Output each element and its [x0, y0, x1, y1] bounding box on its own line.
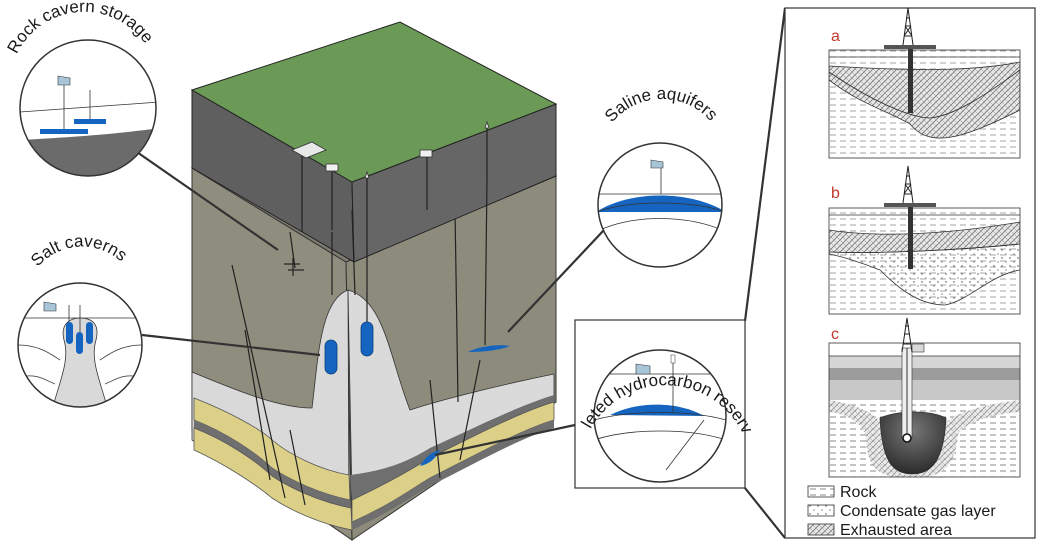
rock-cavern-circle: [19, 39, 157, 177]
process-panel: a b: [784, 7, 1036, 539]
derrick-c-icon: [901, 317, 913, 353]
legend-rock-label: Rock: [840, 484, 877, 501]
rock-cavern-marks: [284, 258, 304, 276]
svg-text:Saline aquifers: Saline aquifers: [601, 84, 722, 126]
derrick-a-icon: [902, 7, 914, 46]
panel-c: [828, 317, 1021, 478]
svg-text:Salt caverns: Salt caverns: [27, 231, 131, 270]
salt-label: Salt caverns: [27, 231, 131, 270]
legend-condensate-swatch: [807, 504, 835, 517]
legend-rock-swatch: [807, 485, 835, 498]
legend-exhausted-label: Exhausted area: [840, 522, 952, 539]
derrick-b-icon: [902, 165, 914, 204]
salt-inset: Salt caverns: [17, 231, 143, 408]
aquifer-lens: [468, 345, 510, 352]
surface-facilities: [291, 120, 490, 179]
panel-b-letter: b: [831, 185, 840, 202]
salt-cavity-1: [324, 339, 338, 375]
leader-lines: [133, 7, 787, 539]
salt-cavity-2: [360, 321, 374, 357]
geologic-block: [190, 21, 558, 541]
panel-b: [828, 165, 1021, 315]
salt-circle: [17, 282, 143, 408]
rock-cavern-inset: Rock cavern storage: [3, 0, 157, 177]
panel-a: [828, 7, 1021, 159]
faults: [231, 209, 481, 506]
saline-circle: [597, 142, 723, 268]
saline-inset: Saline aquifers: [597, 84, 723, 268]
legend: Rock Condensate gas layer Exhausted area: [807, 484, 996, 539]
legend-condensate-label: Condensate gas layer: [840, 503, 996, 520]
panel-a-letter: a: [831, 28, 840, 45]
panel-c-letter: c: [831, 326, 839, 343]
wells: [289, 126, 488, 346]
sediment-dark-front: [194, 420, 351, 508]
sediment-band-right: [350, 395, 554, 500]
legend-exhausted-swatch: [807, 523, 835, 536]
sediment-dark-right: [352, 420, 554, 530]
saline-label: Saline aquifers: [601, 84, 722, 126]
depleted-circle: [593, 349, 727, 483]
